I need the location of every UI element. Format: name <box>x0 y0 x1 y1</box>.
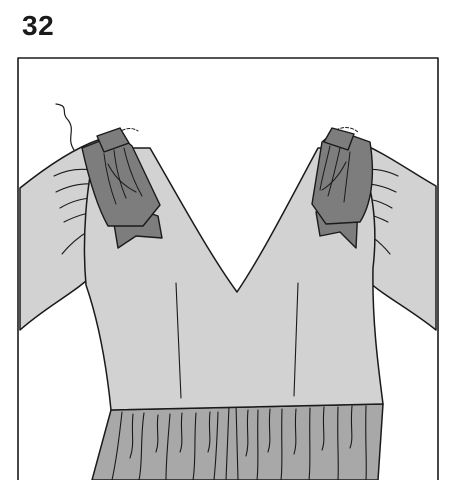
thread-tail <box>56 104 74 150</box>
skirt <box>92 404 383 480</box>
